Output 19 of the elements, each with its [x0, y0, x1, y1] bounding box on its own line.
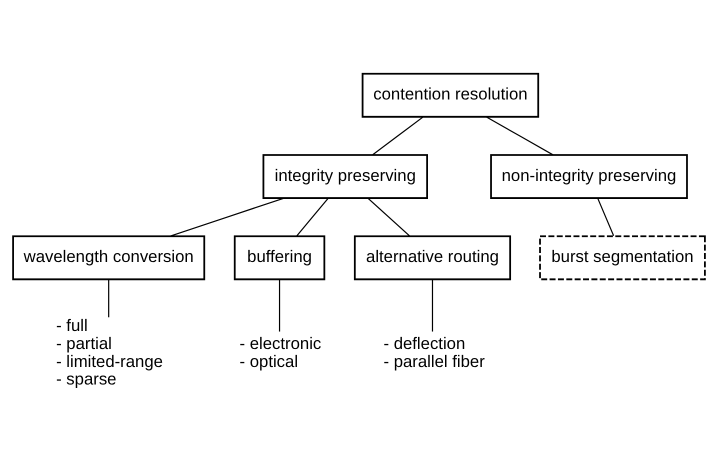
connector — [296, 198, 328, 236]
node-box: non-integrity preserving — [490, 154, 688, 199]
node-box: buffering — [234, 235, 326, 280]
node-box: integrity preserving — [262, 154, 428, 199]
node-box: burst segmentation — [539, 235, 706, 280]
connector — [278, 280, 280, 332]
connector — [372, 116, 424, 156]
connector — [368, 198, 410, 236]
node-text: - deflection - parallel fiber — [383, 334, 485, 371]
connector — [486, 116, 554, 156]
node-text: - electronic - optical — [240, 334, 322, 371]
node-box: wavelength conversion — [12, 235, 206, 280]
connector — [432, 280, 434, 332]
node-box: contention resolution — [362, 72, 540, 118]
node-text: - full - partial - limited-range - sparse — [56, 316, 163, 389]
node-box: alternative routing — [354, 235, 512, 280]
connector — [169, 198, 284, 237]
connector — [597, 198, 614, 236]
connector — [108, 280, 110, 318]
